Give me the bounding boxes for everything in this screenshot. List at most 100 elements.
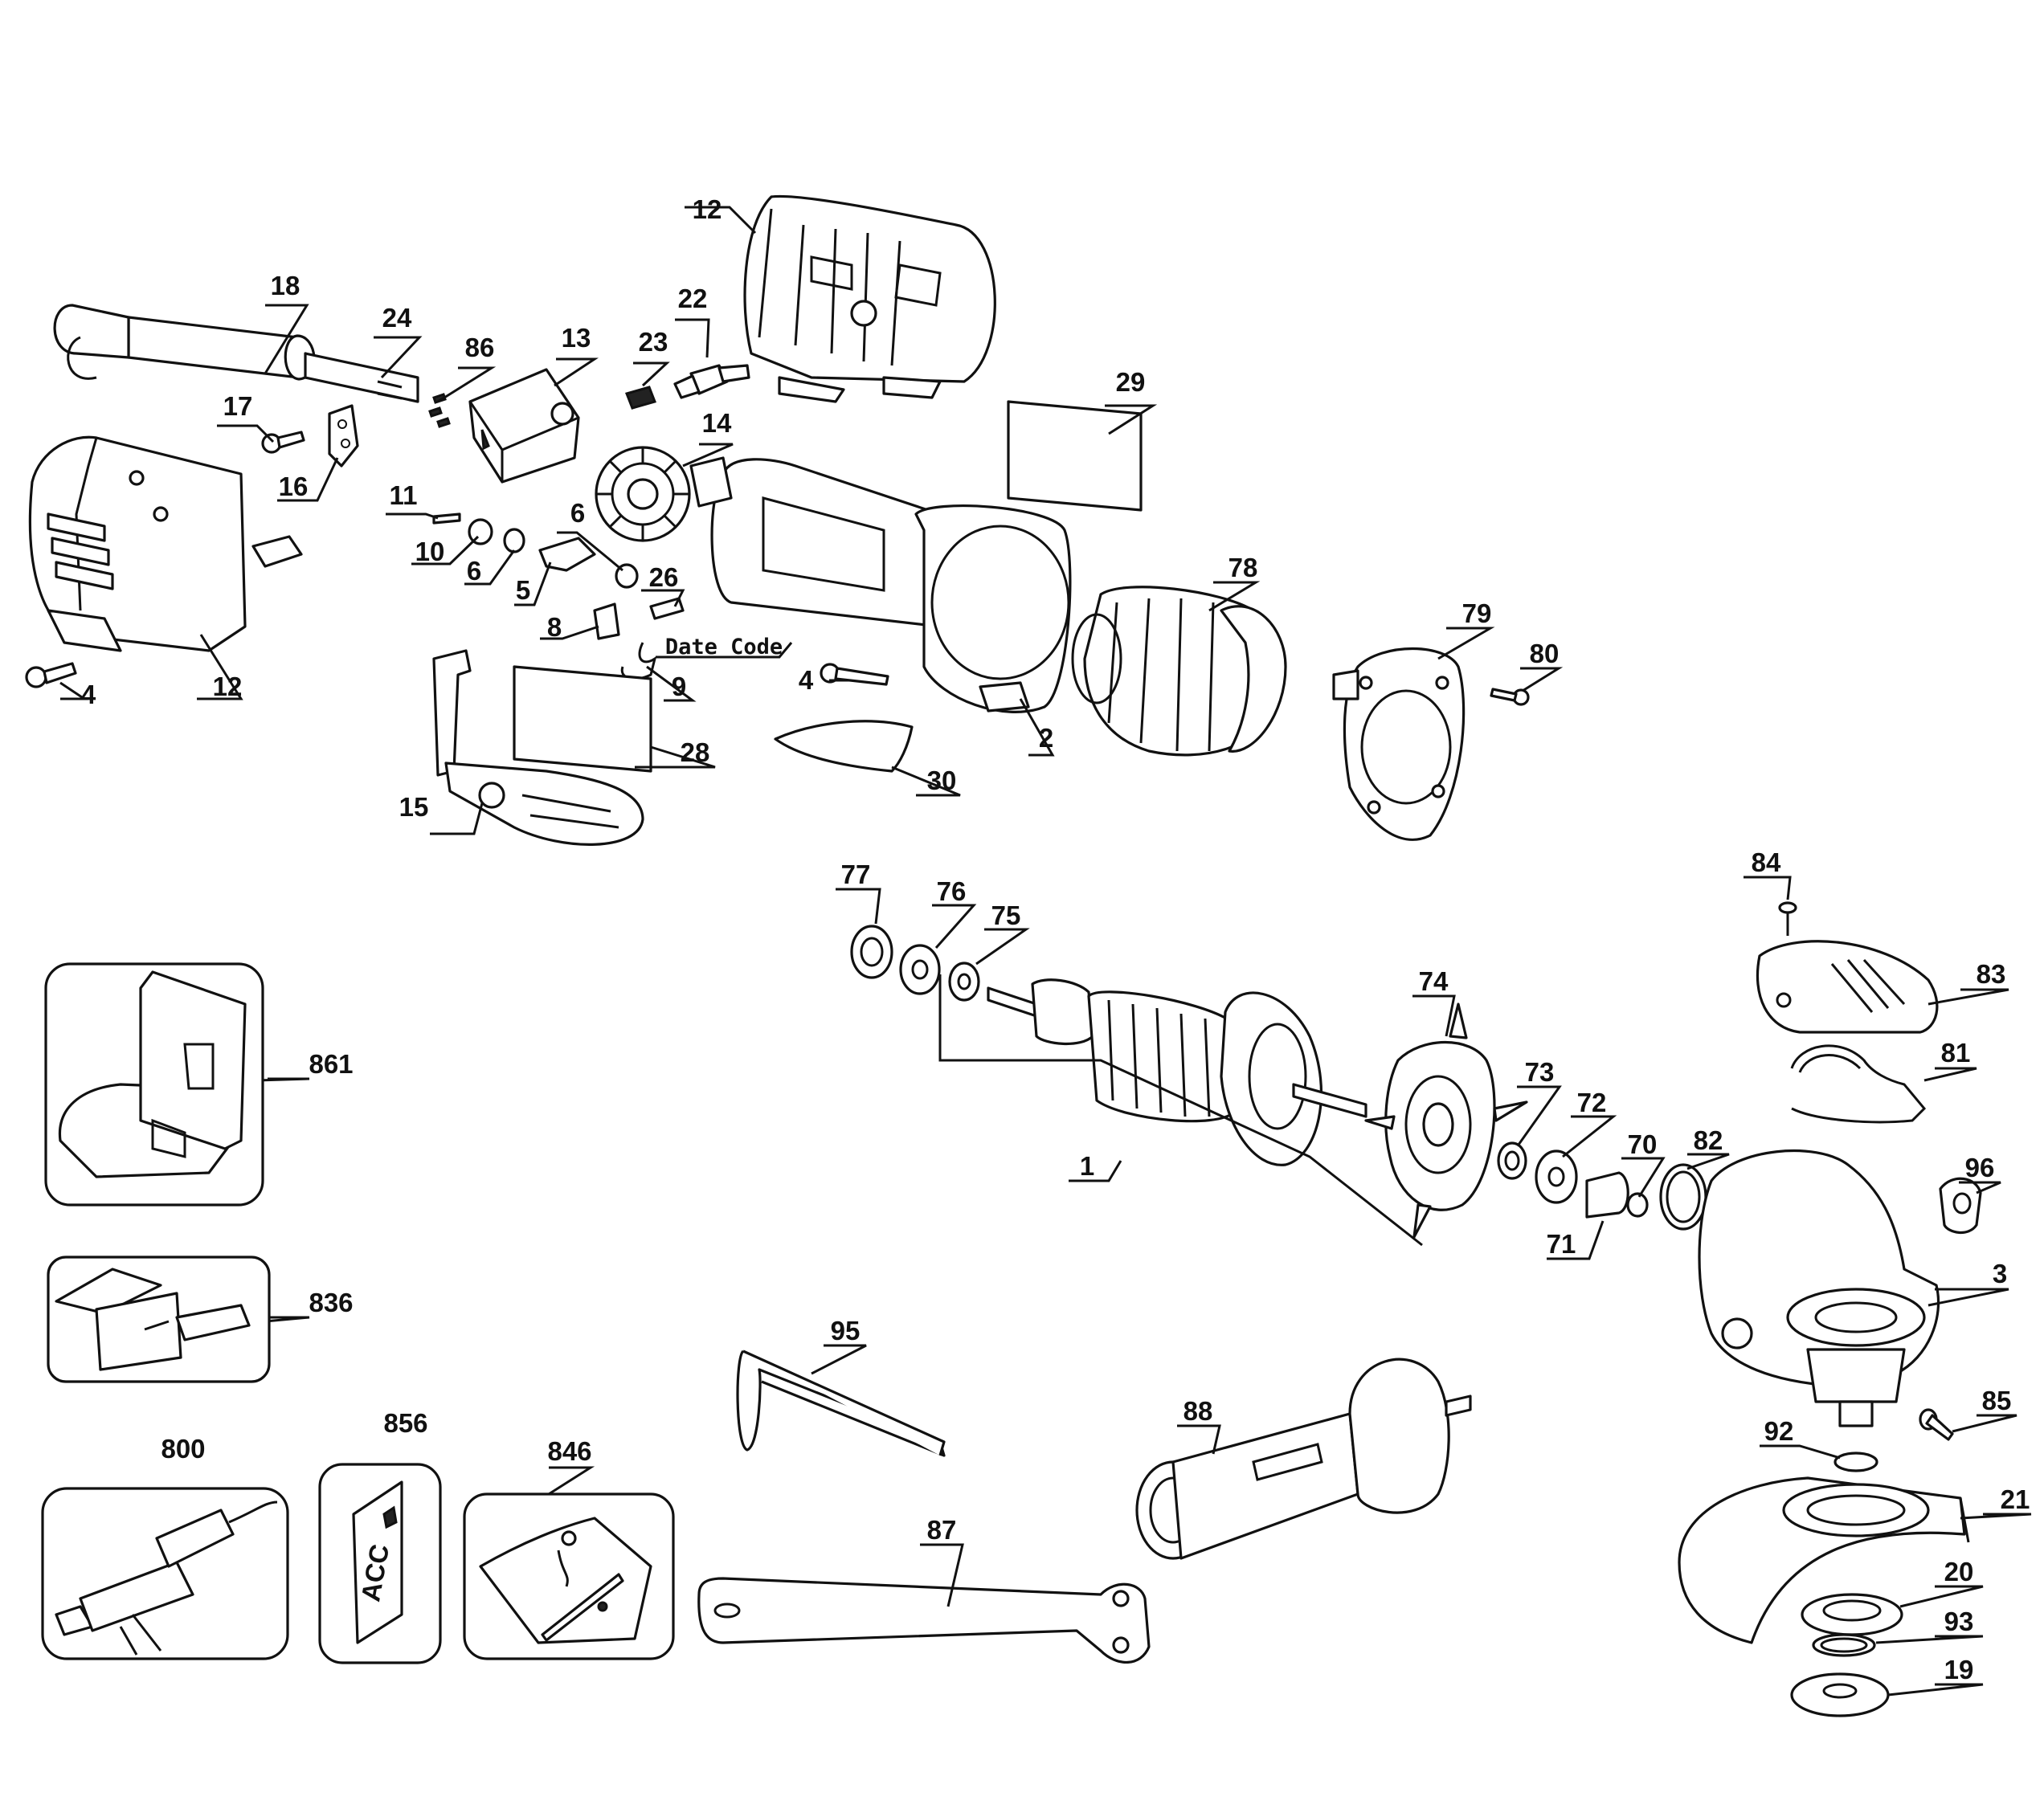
part-30-label-drawing: [774, 720, 914, 773]
label-74: 74: [1419, 966, 1449, 996]
part-1-armature-drawing: [987, 978, 1367, 1166]
label-9: 9: [672, 672, 686, 701]
part-2-housing-drawing: [689, 456, 1072, 713]
accessory-836-box: [47, 1256, 271, 1383]
part-79-drawing: [1332, 647, 1466, 841]
label-92: 92: [1764, 1416, 1794, 1446]
label-28: 28: [681, 737, 710, 767]
part-93-drawing: [1812, 1633, 1876, 1657]
part-84-83-drawings: [1756, 901, 1939, 1034]
leader-lines: [59, 206, 2032, 1697]
label-76: 76: [937, 876, 967, 906]
label-846: 846: [547, 1436, 591, 1466]
part-12-top-housing-drawing: [743, 194, 996, 403]
label-16: 16: [279, 472, 309, 501]
label-14: 14: [702, 408, 732, 438]
label-95: 95: [831, 1316, 861, 1345]
label-8: 8: [547, 612, 562, 642]
part-20-drawing: [1801, 1593, 1903, 1636]
label-15: 15: [399, 792, 429, 822]
label-12-left: 12: [213, 672, 243, 701]
part-12-left-housing-drawing: [28, 435, 303, 652]
accessory-861-box: [44, 962, 264, 1207]
label-1: 1: [1080, 1151, 1094, 1181]
part-8-drawing: [593, 602, 620, 640]
label-72: 72: [1577, 1088, 1607, 1117]
label-12-top: 12: [693, 194, 722, 224]
label-6-right: 6: [570, 498, 585, 528]
part-17-drawing: [261, 431, 305, 454]
accessory-856-box: ACC: [318, 1463, 442, 1664]
part-82-drawing: [1659, 1163, 1707, 1231]
label-2: 2: [1039, 723, 1053, 753]
label-79: 79: [1462, 598, 1492, 628]
part-28-label-drawing: [513, 665, 652, 773]
label-836: 836: [309, 1288, 353, 1317]
label-30: 30: [927, 766, 957, 795]
label-21: 21: [2001, 1484, 2030, 1514]
label-3: 3: [1993, 1259, 2007, 1288]
part-18-drawing: [53, 304, 419, 403]
label-84: 84: [1752, 847, 1781, 877]
part-92-drawing: [1833, 1452, 1878, 1472]
part-80-drawing: [1490, 688, 1530, 706]
label-856: 856: [383, 1408, 427, 1438]
part-21-guard-drawing: [1678, 1476, 1970, 1644]
part-77-76-75-drawings: [850, 925, 980, 1002]
label-85: 85: [1982, 1386, 2012, 1415]
part-23-drawing: [625, 386, 656, 410]
part-4-mid-screw-drawing: [820, 663, 889, 686]
part-3-gearcase-drawing: [1698, 1149, 1940, 1427]
part-4-left-screw-drawing: [25, 662, 77, 688]
part-86-drawing: [428, 393, 451, 428]
label-10: 10: [415, 537, 445, 566]
label-6-left: 6: [467, 556, 481, 586]
label-93: 93: [1944, 1607, 1974, 1636]
label-13: 13: [562, 323, 591, 353]
label-4-left: 4: [81, 680, 96, 709]
part-96-drawing: [1939, 1177, 1982, 1234]
label-29: 29: [1116, 367, 1146, 397]
label-70: 70: [1628, 1129, 1658, 1159]
label-73: 73: [1525, 1057, 1555, 1087]
label-88: 88: [1183, 1396, 1213, 1426]
part-22-drawing: [673, 364, 750, 399]
label-96: 96: [1965, 1153, 1995, 1182]
part-85-drawing: [1919, 1408, 1954, 1441]
label-81: 81: [1941, 1038, 1971, 1068]
label-date-code: Date Code: [665, 635, 783, 659]
part-95-drawing: [736, 1349, 946, 1457]
label-77: 77: [841, 860, 871, 889]
part-29-label-drawing: [1007, 400, 1143, 512]
label-19: 19: [1944, 1655, 1974, 1684]
part-88-drawing: [1135, 1358, 1472, 1560]
label-86: 86: [465, 333, 495, 362]
label-71: 71: [1547, 1229, 1576, 1259]
part-14-fan-drawing: [595, 446, 691, 542]
part-74-drawing: [1364, 1002, 1528, 1239]
label-18: 18: [271, 271, 300, 300]
label-20: 20: [1944, 1557, 1974, 1586]
label-861: 861: [309, 1049, 353, 1079]
part-13-drawing: [468, 368, 580, 484]
part-87-drawing: [697, 1577, 1151, 1664]
label-78: 78: [1228, 553, 1258, 582]
part-number-labels: 12 18 24 86 13 23 22 29 17 14 16 11 10 6…: [81, 194, 2030, 1684]
part-19-drawing: [1790, 1672, 1890, 1717]
accessory-846-box: [463, 1492, 675, 1660]
label-11: 11: [390, 480, 418, 510]
label-4-mid: 4: [799, 665, 814, 695]
label-80: 80: [1530, 639, 1560, 668]
label-23: 23: [639, 327, 668, 357]
label-75: 75: [991, 900, 1021, 930]
label-800: 800: [161, 1434, 205, 1464]
label-26: 26: [649, 562, 679, 592]
label-24: 24: [382, 303, 412, 333]
label-87: 87: [927, 1515, 957, 1545]
label-5: 5: [516, 575, 530, 605]
part-81-drawing: [1790, 1044, 1927, 1124]
part-15-drawing: [432, 649, 644, 846]
part-73-72-71-70-drawings: [1497, 1141, 1649, 1219]
